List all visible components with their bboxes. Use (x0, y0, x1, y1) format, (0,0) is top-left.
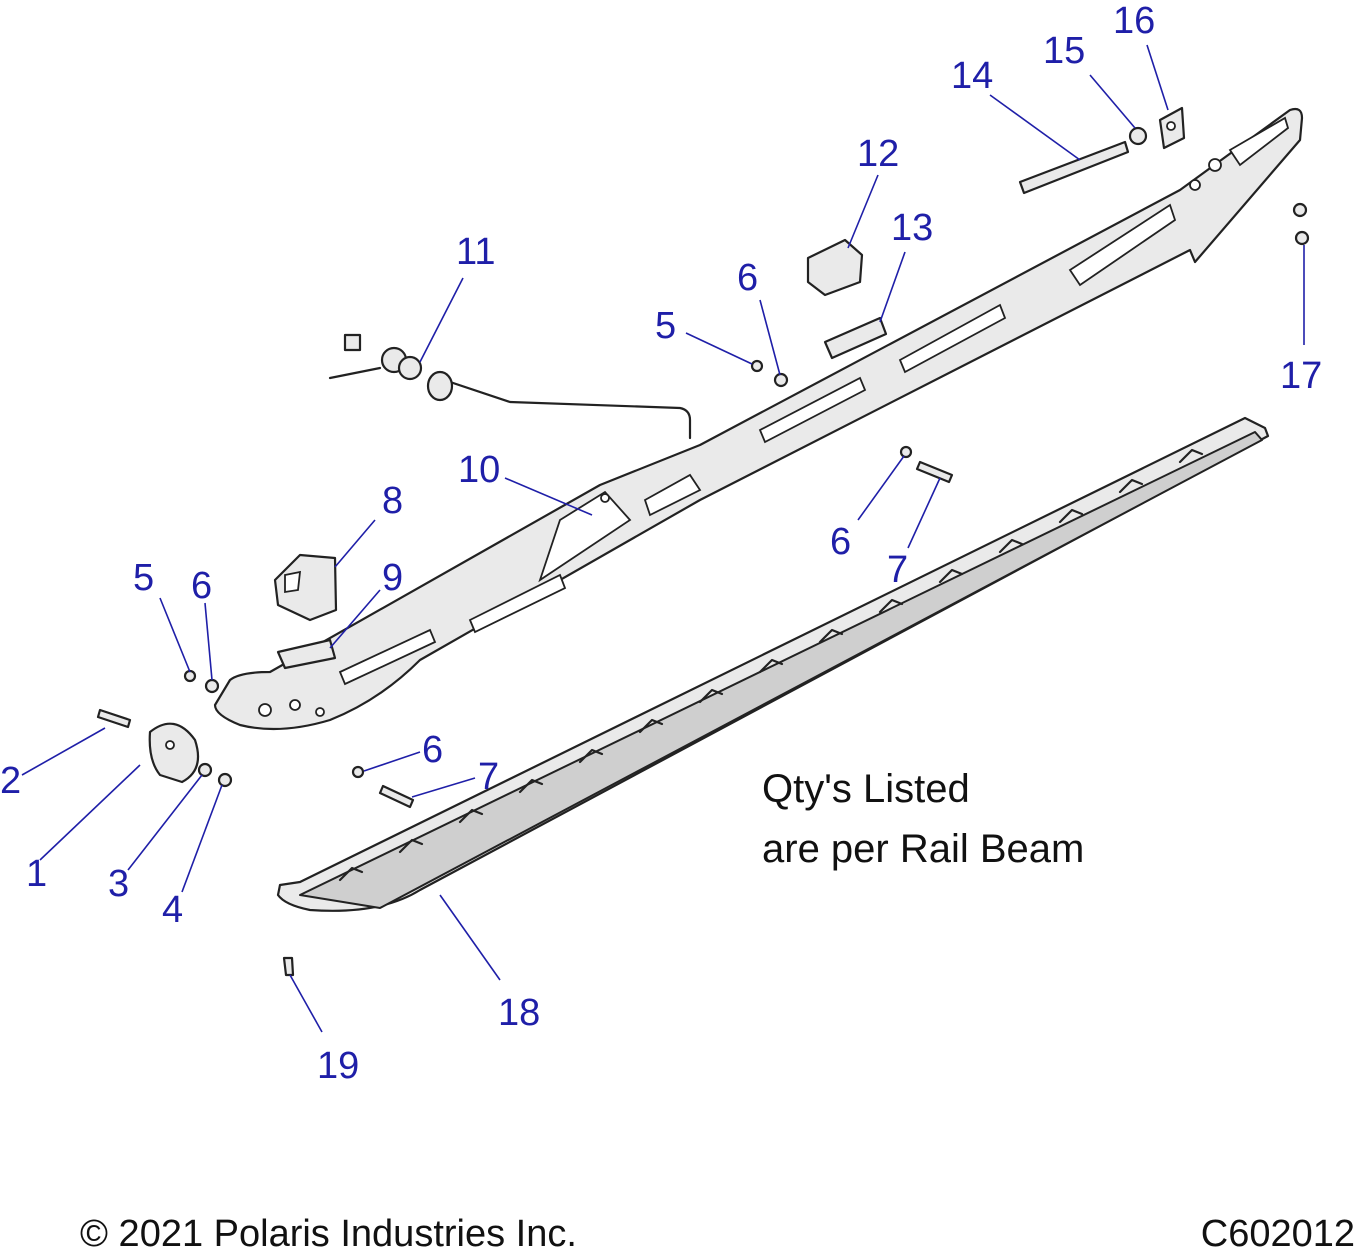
callout-5-upper: 5 (655, 305, 676, 347)
bracket-part-16 (1158, 106, 1186, 150)
washer-part-6-front (204, 678, 220, 694)
rivet-part-17 (1292, 202, 1310, 246)
note-line-2: are per Rail Beam (762, 827, 1084, 871)
washer-part-3 (197, 762, 213, 778)
nut-part-5-front (183, 669, 197, 683)
callout-14: 14 (951, 55, 993, 97)
insert-part-13 (823, 316, 888, 360)
nut-part-5-upper (750, 359, 764, 373)
callout-labels: 1 2 3 4 5 6 7 6 8 9 10 11 5 6 12 13 14 1… (0, 0, 1322, 1087)
copyright-text: © 2021 Polaris Industries Inc. (80, 1213, 577, 1255)
washer-part-6-upper (773, 372, 789, 388)
callout-18: 18 (498, 992, 540, 1034)
callout-13: 13 (891, 207, 933, 249)
slide-rail (276, 416, 1270, 912)
wear-block-part-8 (273, 553, 338, 622)
nut-part-4 (217, 772, 233, 788)
nut-part-15 (1128, 126, 1148, 146)
callout-8: 8 (382, 480, 403, 522)
washer-part-6-lower (351, 765, 365, 779)
note-line-1: Qty's Listed (762, 767, 970, 811)
spring-rod (328, 333, 692, 440)
callout-19: 19 (317, 1045, 359, 1087)
callout-7-lower: 7 (478, 756, 499, 798)
wear-block-part-12 (806, 238, 864, 297)
callout-16: 16 (1113, 0, 1155, 42)
diagram-id: C602012 (1201, 1213, 1355, 1255)
bolt-part-2 (96, 708, 132, 729)
callout-6-front: 6 (191, 565, 212, 607)
callout-1: 1 (26, 853, 47, 895)
callout-5-front: 5 (133, 557, 154, 599)
screw-part-19 (282, 956, 295, 977)
callout-15: 15 (1043, 30, 1085, 72)
slide-rail-teeth (338, 448, 1204, 882)
callout-4: 4 (162, 889, 183, 931)
rail-beam (213, 107, 1304, 731)
insert-part-9 (276, 638, 337, 670)
bumper-part-1 (148, 722, 200, 784)
threaded-rod-part-14 (1018, 140, 1130, 195)
washer-part-6-mid (899, 445, 913, 459)
bolt-part-7-mid (915, 460, 954, 484)
callout-9: 9 (382, 557, 403, 599)
callout-17: 17 (1280, 355, 1322, 397)
callout-11: 11 (456, 231, 495, 273)
callout-2: 2 (0, 760, 21, 802)
quantity-note: Qty's Listed are per Rail Beam (762, 767, 1084, 871)
bolt-part-7-lower (378, 784, 415, 809)
callout-3: 3 (108, 863, 129, 905)
leader-lines (21, 44, 1305, 1033)
callout-12: 12 (857, 133, 899, 175)
callout-6-lower: 6 (422, 729, 443, 771)
callout-6-upper: 6 (737, 257, 758, 299)
callout-6-mid: 6 (830, 521, 851, 563)
callout-10: 10 (458, 449, 500, 491)
callout-7-mid: 7 (887, 549, 908, 591)
